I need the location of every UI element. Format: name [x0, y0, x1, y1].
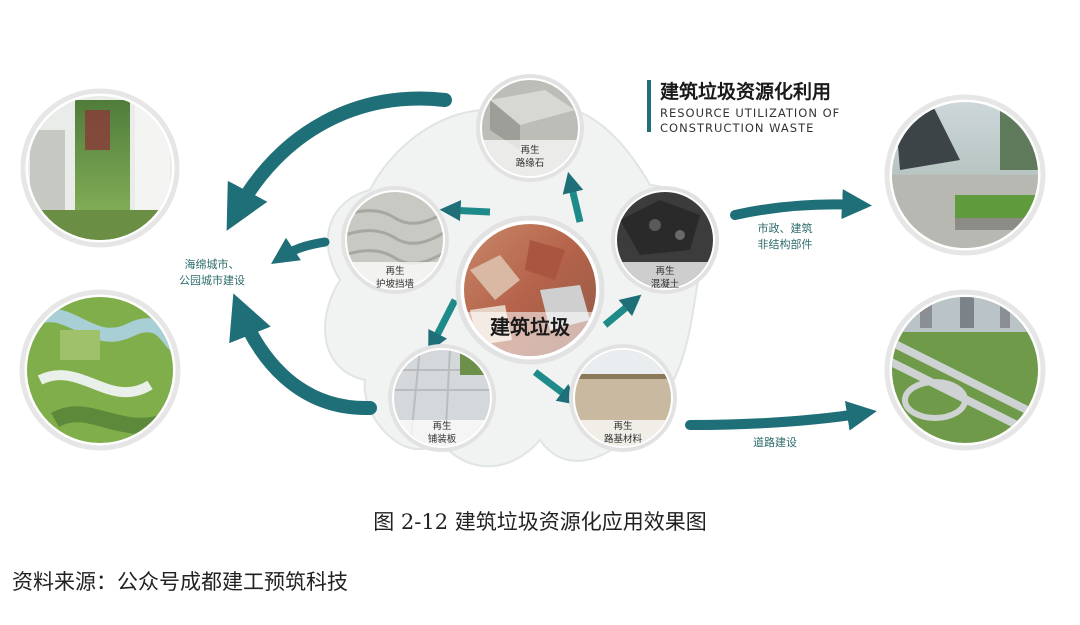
paving-label-1: 再生	[432, 420, 452, 432]
curb-label-1: 再生	[520, 144, 540, 156]
arrow-center-to-concrete	[602, 294, 642, 328]
arrow-center-to-base	[532, 369, 579, 406]
arrow-center-to-paving	[428, 298, 459, 353]
arrow-bottom-left-curve	[229, 293, 377, 416]
title-cn: 建筑垃圾资源化利用	[660, 80, 831, 103]
wall-label-1: 再生	[385, 265, 405, 277]
arrow-left-short	[271, 237, 330, 264]
arrow-center-to-curb	[562, 171, 584, 223]
label-sponge-city-1: 海绵城市、	[185, 257, 240, 271]
photo-park-aerial	[19, 289, 181, 451]
center-node: 建筑垃圾	[455, 215, 605, 365]
label-road-construction: 道路建设	[753, 435, 797, 449]
node-paving-board: 再生 铺装板	[388, 344, 496, 452]
arrow-center-to-wall	[439, 200, 491, 222]
label-municipal-2: 非结构部件	[758, 237, 813, 251]
paving-label-2: 铺装板	[428, 433, 457, 445]
node-concrete: 再生 混凝土	[611, 186, 719, 294]
source-note: 资料来源：公众号成都建工预筑科技	[12, 570, 348, 594]
title-en-line1: RESOURCE UTILIZATION OF	[660, 106, 840, 120]
title-bar	[647, 80, 651, 132]
label-sponge-city-2: 公园城市建设	[179, 273, 245, 287]
photo-highway	[884, 289, 1046, 451]
subgrade-label-2: 路基材料	[604, 433, 643, 445]
node-curb-stone: 再生 路缘石	[476, 74, 584, 182]
diagram-svg: 建筑垃圾资源化利用 RESOURCE UTILIZATION OF CONSTR…	[19, 74, 1046, 468]
wall-label-2: 护坡挡墙	[376, 278, 415, 290]
subgrade-label-1: 再生	[613, 420, 633, 432]
label-municipal-1: 市政、建筑	[758, 221, 813, 235]
node-slope-wall: 再生 护坡挡墙	[341, 186, 449, 294]
diagram: 建筑垃圾资源化利用 RESOURCE UTILIZATION OF CONSTR…	[19, 74, 1046, 468]
concrete-label-1: 再生	[655, 265, 675, 277]
photo-plaza	[884, 94, 1046, 256]
concrete-label-2: 混凝土	[651, 278, 680, 290]
photo-green-wall	[20, 88, 180, 248]
center-label: 建筑垃圾	[490, 315, 571, 339]
arrow-right-top	[730, 189, 872, 220]
curb-label-2: 路缘石	[516, 157, 545, 169]
node-subgrade-material: 再生 路基材料	[569, 344, 677, 452]
figure-caption: 图 2-12 建筑垃圾资源化应用效果图	[373, 510, 707, 534]
arrow-top-left-curve	[226, 91, 452, 231]
arrow-right-bottom	[685, 400, 877, 431]
title-en-line2: CONSTRUCTION WASTE	[660, 121, 814, 135]
